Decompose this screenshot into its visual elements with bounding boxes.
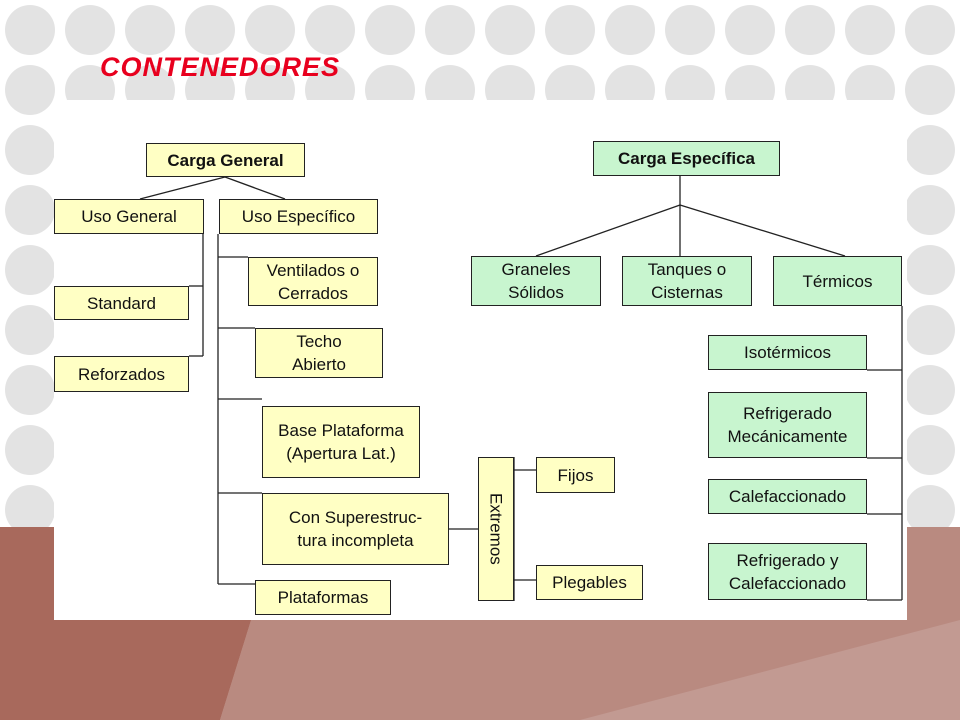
node-ventilados: Ventilados o Cerrados — [248, 257, 378, 306]
node-superestructura: Con Superestruc- tura incompleta — [262, 493, 449, 565]
node-reforzados: Reforzados — [54, 356, 189, 392]
node-graneles-solidos: Graneles Sólidos — [471, 256, 601, 306]
node-extremos-label: Extremos — [486, 493, 506, 565]
node-isotermicos: Isotérmicos — [708, 335, 867, 370]
node-carga-especifica: Carga Específica — [593, 141, 780, 176]
node-standard: Standard — [54, 286, 189, 320]
node-carga-general: Carga General — [146, 143, 305, 177]
node-plegables: Plegables — [536, 565, 643, 600]
node-calefaccionado: Calefaccionado — [708, 479, 867, 514]
node-termicos: Térmicos — [773, 256, 902, 306]
node-techo-abierto: Techo Abierto — [255, 328, 383, 378]
slide-title: CONTENEDORES — [100, 52, 341, 82]
node-tanques-cisternas: Tanques o Cisternas — [622, 256, 752, 306]
node-uso-especifico: Uso Específico — [219, 199, 378, 234]
node-base-plataforma: Base Plataforma (Apertura Lat.) — [262, 406, 420, 478]
node-uso-general: Uso General — [54, 199, 204, 234]
node-fijos: Fijos — [536, 457, 615, 493]
node-refrigerado-calefaccionado: Refrigerado y Calefaccionado — [708, 543, 867, 600]
node-extremos: Extremos — [478, 457, 514, 601]
node-refrigerado-mecanicamente: Refrigerado Mecánicamente — [708, 392, 867, 458]
node-plataformas: Plataformas — [255, 580, 391, 615]
